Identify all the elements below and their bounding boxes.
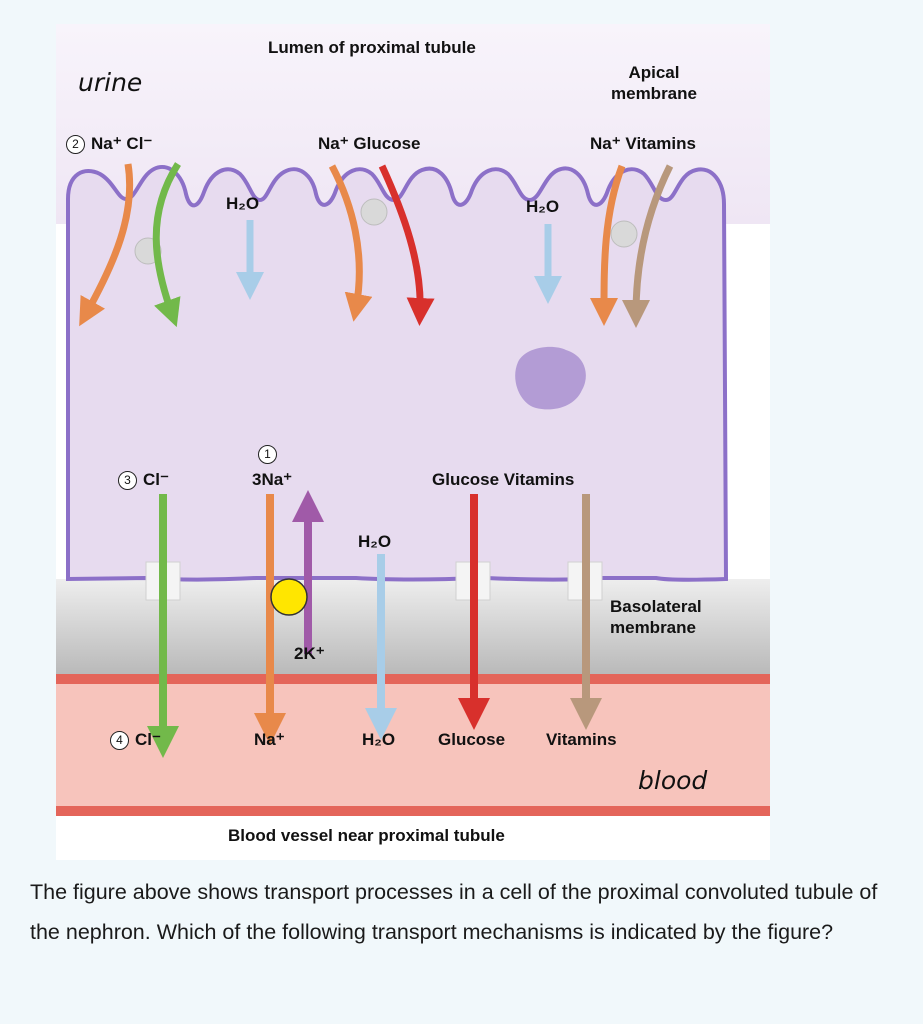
arrow-na-apical-vitamins bbox=[590, 164, 626, 326]
marker-2: 2 bbox=[66, 135, 85, 154]
cl-cell-text: Cl⁻ bbox=[143, 470, 169, 489]
h2o-blood-label: H₂O bbox=[362, 730, 396, 749]
apical-na-cl-label: 2 Na⁺ Cl⁻ bbox=[66, 134, 152, 154]
pump-marker-label: 1 bbox=[258, 444, 283, 464]
na-k-pump bbox=[270, 578, 308, 616]
apical-na-glucose-label: Na⁺ Glucose bbox=[318, 134, 421, 153]
transport-figure: Lumen of proximal tubule urine Apical me… bbox=[56, 24, 770, 860]
blood-label: blood bbox=[638, 766, 708, 795]
urine-label: urine bbox=[78, 68, 143, 97]
apical-carrier-na-vitamins bbox=[610, 220, 638, 248]
pump-3na-label: 3Na⁺ bbox=[252, 470, 293, 489]
arrow-vitamins-apical bbox=[622, 164, 674, 328]
cl-cell-label: 3 Cl⁻ bbox=[118, 470, 169, 490]
na-blood-label: Na⁺ bbox=[254, 730, 285, 749]
marker-3: 3 bbox=[118, 471, 137, 490]
glucose-blood-label: Glucose bbox=[438, 730, 506, 749]
apical-carrier-na-glucose bbox=[360, 198, 388, 226]
arrow-na-apical-glucose bbox=[328, 164, 373, 322]
diagram-graphics bbox=[56, 24, 770, 816]
nucleus bbox=[515, 346, 586, 410]
apical-na-cl-text: Na⁺ Cl⁻ bbox=[91, 134, 153, 153]
tubule-cell bbox=[66, 165, 729, 582]
marker-4: 4 bbox=[110, 731, 129, 750]
h2o-apical-left-label: H₂O bbox=[226, 194, 260, 213]
question-text: The figure above shows transport process… bbox=[30, 880, 878, 944]
h2o-apical-right-label: H₂O bbox=[526, 197, 560, 216]
basolateral-membrane-label: Basolateral membrane bbox=[610, 597, 702, 637]
marker-1: 1 bbox=[258, 445, 277, 464]
arrow-na-apical-left bbox=[79, 163, 134, 327]
arrow-glucose-apical bbox=[378, 164, 435, 326]
vessel-wall-bottom bbox=[56, 806, 770, 816]
cl-blood-label: 4 Cl⁻ bbox=[110, 730, 161, 750]
vessel-caption: Blood vessel near proximal tubule bbox=[228, 826, 505, 845]
lumen-title: Lumen of proximal tubule bbox=[268, 38, 476, 57]
arrow-cl-apical bbox=[152, 162, 181, 328]
apical-membrane-label: Apical membrane bbox=[611, 63, 697, 103]
vitamins-blood-label: Vitamins bbox=[546, 730, 617, 749]
apical-na-vitamins-label: Na⁺ Vitamins bbox=[590, 134, 696, 153]
cl-blood-text: Cl⁻ bbox=[135, 730, 161, 749]
pump-2k-label: 2K⁺ bbox=[294, 644, 325, 663]
h2o-cell-label: H₂O bbox=[358, 532, 392, 551]
glucose-vitamins-cell-label: Glucose Vitamins bbox=[432, 470, 575, 489]
vessel-wall-top bbox=[56, 674, 770, 684]
